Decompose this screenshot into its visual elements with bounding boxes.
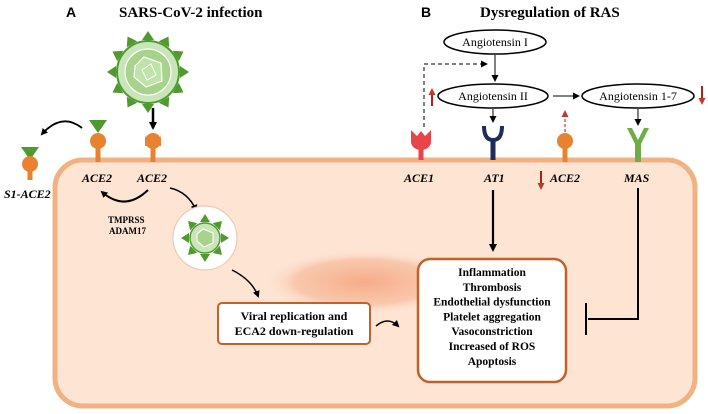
- box-to-outcomes-arrow: [375, 319, 400, 328]
- outcome-item: Apoptosis: [468, 356, 517, 368]
- spike-protein: [126, 36, 138, 48]
- angiotensin-i-label: Angiotensin I: [462, 35, 528, 49]
- nucleus-shading: [265, 250, 465, 314]
- outcome-item: Platelet aggregation: [443, 311, 541, 323]
- spike-protein: [172, 50, 184, 62]
- s1-ace2-shed: [21, 147, 39, 180]
- spike-protein: [112, 50, 124, 62]
- panel-b-letter: B: [421, 4, 431, 20]
- spike-protein: [221, 233, 229, 243]
- protease-label-tmprss: TMPRSS: [108, 215, 145, 225]
- ace2-receptor-left: [89, 120, 107, 162]
- spike-protein: [212, 221, 222, 231]
- ace2-panel-b-label: ACE2: [549, 171, 580, 185]
- ace1-dashed-arrow: [423, 60, 488, 127]
- spike-protein: [142, 31, 154, 40]
- outcome-item: Inflammation: [458, 267, 526, 279]
- panel-a-title: SARS-CoV-2 infection: [119, 5, 263, 21]
- panel-b-title: Dysregulation of RAS: [480, 5, 620, 21]
- endosome-to-box-arrow: [231, 269, 260, 298]
- protease-label-adam17: ADAM17: [109, 226, 146, 236]
- ace1-label: ACE1: [403, 171, 434, 185]
- angiotensin-ii-label: Angiotensin II: [458, 89, 528, 103]
- spike-protein: [180, 66, 189, 78]
- spike-protein: [142, 104, 154, 113]
- spike-protein: [188, 245, 198, 255]
- angiotensin-1-7-node: [581, 83, 695, 109]
- ace1-receptor: [411, 130, 431, 160]
- outcome-item: Endothelial dysfunction: [433, 297, 551, 309]
- spike-protein: [126, 96, 138, 108]
- spike-protein: [200, 254, 210, 262]
- spike-protein: [158, 36, 170, 48]
- ace2-right-label: ACE2: [136, 171, 167, 185]
- viral-replication-box: [217, 302, 371, 345]
- spike-protein: [212, 245, 222, 255]
- sars-cov-2-virus: [107, 31, 189, 113]
- shedding-arrow: [40, 120, 83, 136]
- angiotensin-ii-node: [437, 83, 549, 109]
- panel-a-letter: A: [66, 4, 76, 20]
- outcomes-box: [416, 257, 568, 384]
- s1-ace2-label: S1-ACE2: [4, 187, 51, 201]
- angiotensin-1-7-label: Angiotensin 1-7: [599, 89, 677, 103]
- outcome-item: Thrombosis: [463, 282, 522, 294]
- mas-label: MAS: [623, 171, 650, 185]
- at1-label: AT1: [483, 171, 505, 185]
- outcome-item: Increased of ROS: [449, 341, 536, 353]
- spike-protein: [112, 82, 124, 94]
- cleavage-arrow: [100, 189, 149, 203]
- spike-protein: [107, 66, 116, 78]
- spike-protein: [158, 96, 170, 108]
- endosome-virus-spikes: [181, 214, 229, 262]
- at1-receptor: [482, 126, 504, 160]
- ace2-left-label: ACE2: [81, 171, 112, 185]
- mas-receptor: [627, 128, 649, 162]
- spike-protein: [172, 82, 184, 94]
- mas-inhibition-line: [588, 188, 639, 320]
- spike-protein: [188, 221, 198, 231]
- angiotensin-i-node: [443, 29, 547, 55]
- viral-replication-line1: Viral replication and: [241, 309, 348, 323]
- ace2-receptor-right: [145, 133, 161, 162]
- spike-protein: [181, 233, 189, 243]
- outcome-item: Vasoconstriction: [451, 326, 533, 338]
- ace2-receptor-panel-b: [557, 133, 573, 162]
- viral-replication-line2: ECA2 down-regulation: [235, 324, 354, 338]
- spike-protein: [200, 214, 210, 222]
